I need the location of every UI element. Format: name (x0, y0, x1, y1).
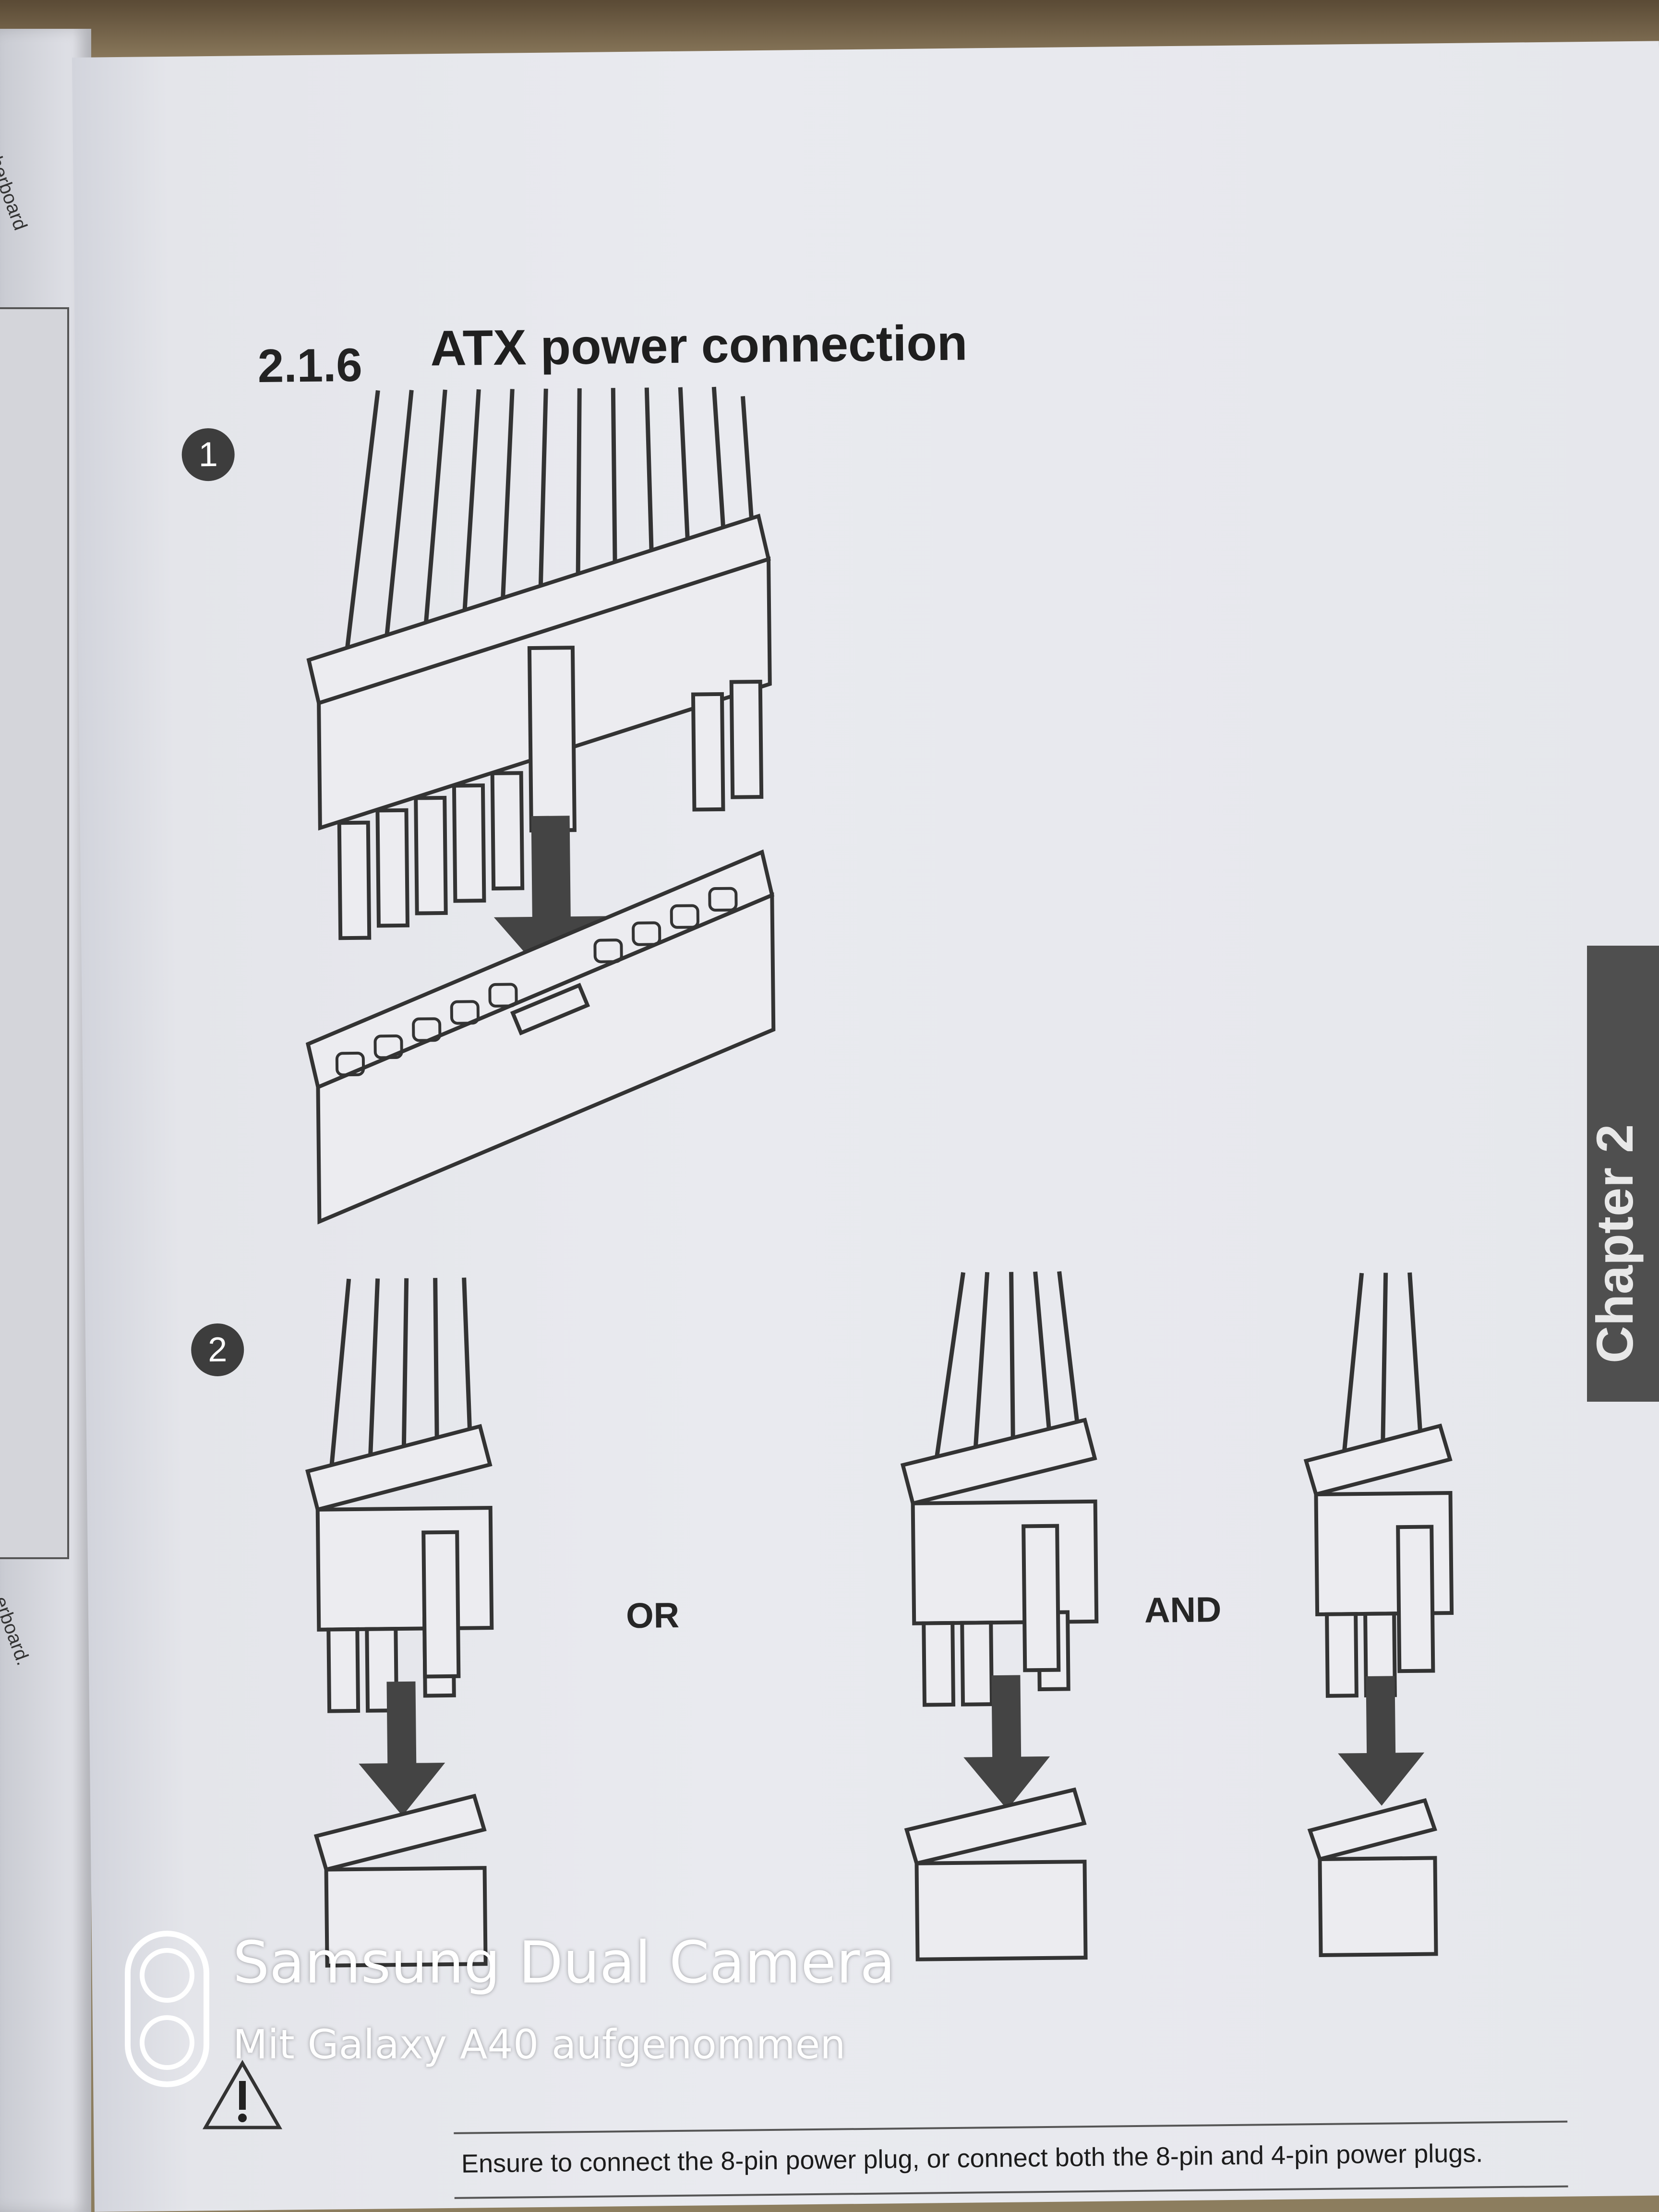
atx-4pin-plug-illustration (1303, 1272, 1454, 1958)
note-text: Ensure to connect the 8-pin power plug, … (461, 2139, 1483, 2178)
note-top-rule (454, 2120, 1568, 2134)
or-label: OR (625, 1595, 680, 1636)
chapter-tab: Chapter 2 (1586, 946, 1659, 1402)
warning-icon (202, 2059, 283, 2129)
watermark-subtitle: Mit Galaxy A40 aufgenommen (233, 2021, 846, 2068)
step-1-badge: 1 (181, 428, 235, 481)
dual-camera-icon (125, 1931, 209, 2087)
note-bottom-rule (454, 2185, 1568, 2199)
atx-24pin-illustration (305, 386, 776, 1225)
watermark-title: Samsung Dual Camera (233, 1930, 895, 1996)
left-page-fragment-bottom: erboard. (0, 1594, 34, 1669)
manual-page: 2.1.6 ATX power connection 1 2 (72, 41, 1659, 2212)
and-label: AND (1144, 1589, 1222, 1630)
eps-8pin-plug-b-illustration (900, 1271, 1099, 1961)
chapter-tab-label: Chapter 2 (1586, 1124, 1644, 1363)
left-page-fragment-top: herboard to (0, 154, 31, 233)
step-2-badge: 2 (191, 1323, 244, 1377)
eps-8pin-plug-a-illustration (305, 1277, 494, 1968)
left-page-board-diagram (0, 307, 69, 1559)
